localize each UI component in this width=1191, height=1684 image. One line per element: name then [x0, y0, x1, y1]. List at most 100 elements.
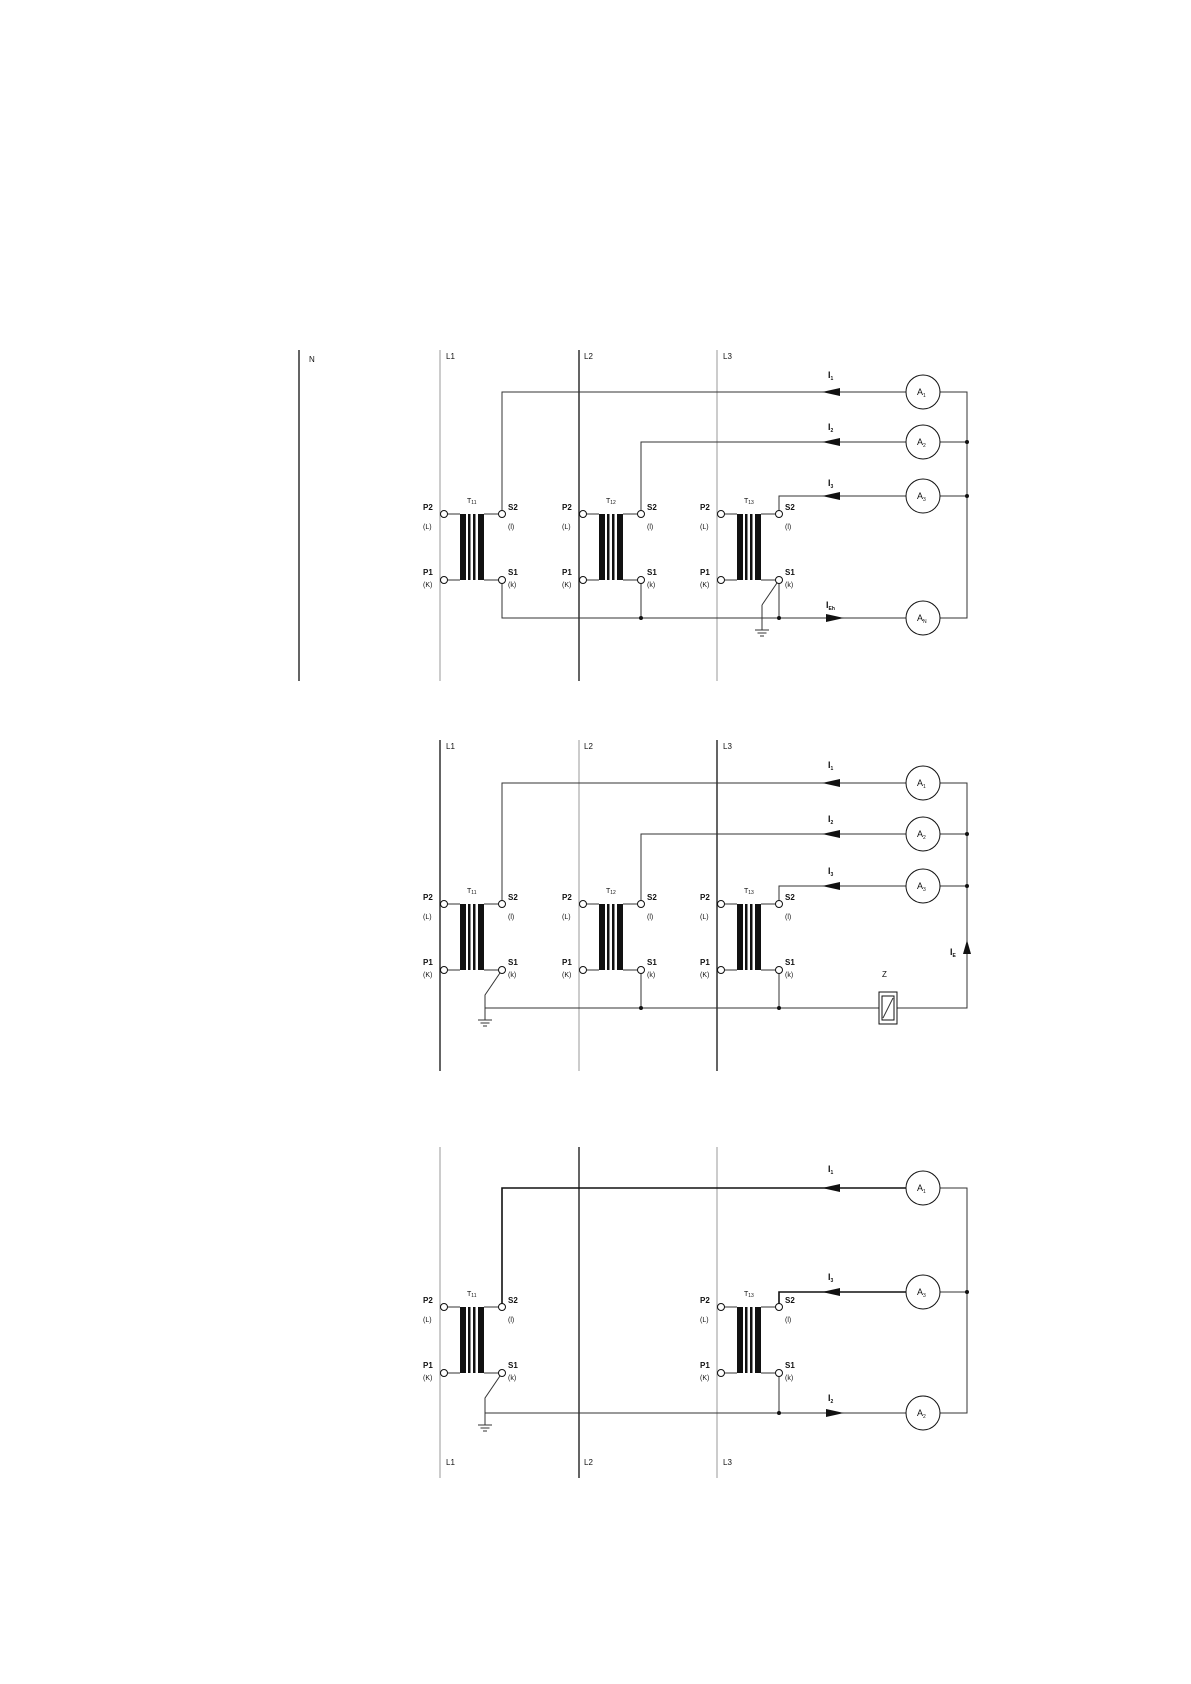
svg-text:(k): (k)	[647, 582, 655, 589]
ammeter-an	[905, 600, 941, 636]
svg-text:S1: S1	[647, 958, 657, 967]
svg-text:L1: L1	[446, 742, 455, 751]
svg-text:(L): (L)	[700, 914, 709, 921]
wire-return	[501, 580, 906, 619]
svg-text:P2: P2	[423, 1296, 433, 1305]
svg-text:Z: Z	[882, 970, 887, 979]
ammeter-a1	[905, 374, 941, 410]
impedance-z: Z	[878, 970, 898, 1025]
svg-text:T12: T12	[606, 498, 616, 506]
svg-text:(l): (l)	[785, 914, 791, 921]
diagram-1: N L1 L2 L3 A1 A2	[298, 350, 969, 681]
svg-text:(K): (K)	[423, 582, 432, 589]
svg-text:L1: L1	[446, 1458, 455, 1467]
svg-text:P1: P1	[700, 568, 710, 577]
svg-text:S2: S2	[508, 503, 518, 512]
svg-text:S2: S2	[647, 503, 657, 512]
svg-text:L2: L2	[584, 742, 593, 751]
svg-text:(K): (K)	[700, 582, 709, 589]
diagram-2: L1 L2 L3 Z A1	[423, 740, 971, 1071]
svg-text:S1: S1	[785, 958, 795, 967]
transformer-t11	[443, 513, 501, 581]
svg-text:(k): (k)	[785, 1375, 793, 1382]
ground-icon	[477, 1412, 493, 1432]
svg-text:(l): (l)	[508, 1317, 514, 1324]
svg-text:(k): (k)	[508, 1375, 516, 1382]
ground-icon	[477, 1007, 493, 1027]
svg-text:(K): (K)	[562, 972, 571, 979]
svg-text:T12: T12	[606, 888, 616, 896]
svg-text:(l): (l)	[785, 524, 791, 531]
transformer-t11	[443, 903, 501, 971]
svg-text:I3: I3	[828, 478, 834, 490]
svg-text:(l): (l)	[647, 524, 653, 531]
svg-text:(l): (l)	[508, 914, 514, 921]
svg-text:AN: AN	[917, 613, 927, 625]
svg-text:P1: P1	[423, 1361, 433, 1370]
svg-text:(k): (k)	[508, 972, 516, 979]
svg-text:S2: S2	[508, 1296, 518, 1305]
label-l2: L2	[584, 352, 593, 361]
transformer-t12	[582, 903, 640, 971]
svg-text:P2: P2	[700, 893, 710, 902]
svg-text:S2: S2	[508, 893, 518, 902]
svg-text:T13: T13	[744, 888, 754, 896]
transformer-t13	[720, 903, 778, 971]
svg-text:A1: A1	[917, 778, 926, 790]
svg-text:P1: P1	[562, 568, 572, 577]
svg-text:(K): (K)	[700, 972, 709, 979]
svg-text:(k): (k)	[785, 582, 793, 589]
svg-text:IE: IE	[950, 947, 957, 959]
svg-text:(L): (L)	[423, 1317, 432, 1324]
svg-text:T11: T11	[467, 1291, 477, 1299]
svg-text:I2: I2	[828, 422, 834, 434]
svg-text:S2: S2	[647, 893, 657, 902]
ammeter-a2	[905, 816, 941, 852]
ammeter-a3	[905, 1274, 941, 1310]
label-l1: L1	[446, 352, 455, 361]
svg-text:I2: I2	[828, 814, 834, 826]
svg-text:I1: I1	[828, 760, 834, 772]
svg-text:(L): (L)	[700, 1317, 709, 1324]
arrow-ieh	[826, 614, 844, 622]
svg-text:T13: T13	[744, 498, 754, 506]
svg-text:S1: S1	[647, 568, 657, 577]
wire-i2	[640, 441, 906, 514]
svg-text:A2: A2	[917, 437, 926, 449]
ground-icon	[754, 617, 770, 637]
svg-text:(L): (L)	[562, 914, 571, 921]
terminals	[440, 900, 783, 974]
svg-text:P2: P2	[423, 893, 433, 902]
label-n: N	[309, 355, 315, 364]
svg-text:S1: S1	[785, 568, 795, 577]
svg-text:L3: L3	[723, 1458, 732, 1467]
svg-text:(L): (L)	[423, 914, 432, 921]
svg-text:(K): (K)	[562, 582, 571, 589]
svg-text:P2: P2	[423, 503, 433, 512]
svg-text:P1: P1	[700, 1361, 710, 1370]
svg-text:A3: A3	[917, 491, 926, 503]
svg-text:P2: P2	[700, 503, 710, 512]
transformer-t11	[443, 1306, 501, 1374]
svg-text:I3: I3	[828, 1272, 834, 1284]
svg-text:(k): (k)	[647, 972, 655, 979]
svg-text:S2: S2	[785, 503, 795, 512]
ammeter-a2	[905, 424, 941, 460]
svg-text:A1: A1	[917, 1183, 926, 1195]
arrow-ie	[963, 940, 971, 954]
terminals	[440, 1303, 783, 1377]
svg-text:(k): (k)	[508, 582, 516, 589]
svg-text:I1: I1	[828, 370, 834, 382]
transformer-t13	[720, 513, 778, 581]
svg-text:L3: L3	[723, 742, 732, 751]
svg-text:A2: A2	[917, 829, 926, 841]
wire-i1	[501, 391, 906, 514]
svg-text:S1: S1	[785, 1361, 795, 1370]
svg-text:P1: P1	[423, 958, 433, 967]
svg-text:A3: A3	[917, 1287, 926, 1299]
arrow-i3	[822, 492, 840, 500]
svg-text:(L): (L)	[700, 524, 709, 531]
svg-text:P2: P2	[562, 893, 572, 902]
svg-text:T11: T11	[467, 498, 477, 506]
